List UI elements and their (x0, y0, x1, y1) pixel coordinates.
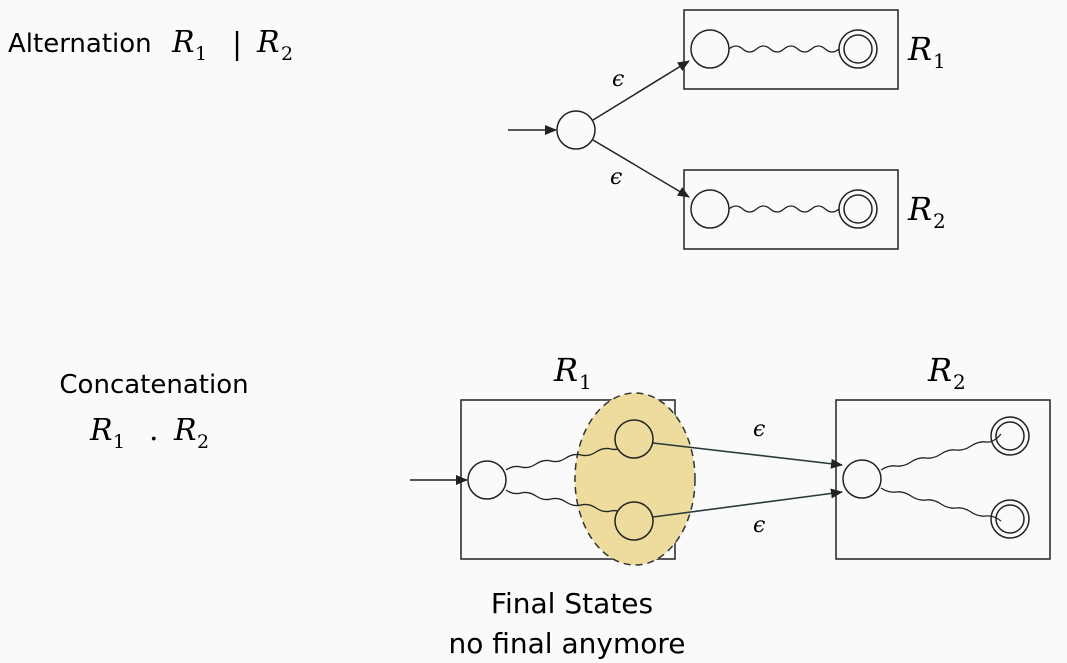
concatenation-r1-squiggle-top (505, 443, 627, 471)
alternation-r2-final-state-inner (843, 194, 873, 224)
alternation-r1-path-squiggle (728, 45, 840, 53)
concatenation-r2-final-state-bottom-inner (995, 504, 1025, 534)
alternation-epsilon-label-bottom: ϵ (610, 165, 622, 190)
alternation-box-r1-label-sub: 1 (933, 49, 946, 73)
concatenation-r2-final-state-top-inner (995, 421, 1025, 451)
concatenation-r2-squiggle-top (880, 433, 1002, 471)
alternation-r1-final-state-inner (843, 34, 873, 64)
alternation-epsilon-label-top: ϵ (612, 67, 624, 92)
former-final-states-highlight (574, 392, 696, 566)
concatenation-epsilon-edge-bottom (652, 488, 843, 518)
final-states-note-line2: no final anymore (448, 627, 685, 660)
concatenation-expr-separator: . (149, 413, 159, 448)
alternation-box-r2-label-sub: 2 (933, 209, 946, 233)
final-states-note-line1: Final States (491, 587, 653, 620)
concatenation-box-r2-label: R (927, 351, 952, 389)
alternation-epsilon-edge-top (592, 60, 690, 121)
alternation-r2-path-squiggle (728, 205, 840, 213)
concatenation-r1-former-final-state-top (614, 419, 654, 459)
concatenation-expr-r2: R (173, 413, 197, 448)
alternation-r1-start-state (690, 29, 730, 69)
alternation-expr-separator: | (232, 27, 242, 62)
concatenation-r1-squiggle-bottom (505, 489, 627, 517)
alternation-start-state (556, 110, 596, 150)
concatenation-box-r1-label: R (553, 351, 578, 389)
concatenation-expr-r2-sub: 2 (197, 431, 209, 453)
concatenation-r2-start-state (842, 459, 882, 499)
concatenation-section: Concatenation R 1 . R 2 R 1 R 2 ϵ ϵ (59, 351, 1051, 660)
alternation-r2-final-state-outer (838, 189, 878, 229)
alternation-expr-r1: R (171, 25, 195, 60)
concatenation-label: Concatenation (59, 370, 248, 400)
alternation-r1-final-state-outer (838, 29, 878, 69)
alternation-expr-r2-sub: 2 (281, 43, 293, 65)
concatenation-expr-r1: R (89, 413, 113, 448)
alternation-epsilon-edge-bottom (592, 139, 690, 198)
concatenation-r1-former-final-state-bottom (614, 501, 654, 541)
alternation-box-r1 (683, 9, 899, 90)
alternation-expr-r1-sub: 1 (195, 43, 207, 65)
concatenation-box-r2-label-sub: 2 (953, 370, 966, 394)
concatenation-r2-final-state-bottom-outer (990, 499, 1030, 539)
concatenation-r1-start-state (467, 460, 507, 500)
alternation-section: Alternation R 1 | R 2 ϵ ϵ R 1 R 2 (8, 9, 946, 250)
concatenation-epsilon-label-bottom: ϵ (753, 513, 765, 538)
concatenation-box-r1-label-sub: 1 (579, 370, 592, 394)
alternation-expr-r2: R (256, 25, 280, 60)
concatenation-box-r2 (835, 399, 1051, 560)
concatenation-r2-final-state-top-outer (990, 416, 1030, 456)
concatenation-epsilon-label-top: ϵ (753, 417, 765, 442)
alternation-r2-start-state (690, 189, 730, 229)
alternation-box-r1-label: R (907, 30, 932, 68)
concatenation-epsilon-edge-top (652, 442, 843, 469)
alternation-box-r2 (683, 169, 899, 250)
concatenation-r2-squiggle-bottom (880, 487, 1002, 522)
alternation-label: Alternation (8, 29, 152, 59)
alternation-box-r2-label: R (907, 190, 932, 228)
concatenation-expr-r1-sub: 1 (113, 431, 125, 453)
